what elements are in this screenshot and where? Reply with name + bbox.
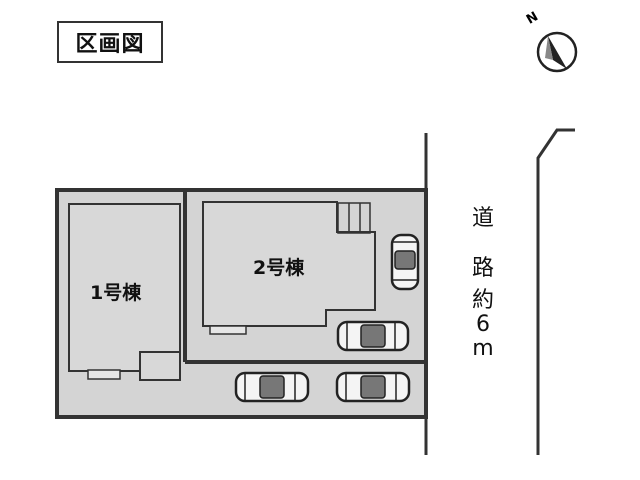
road-label-char: m — [472, 336, 494, 361]
road-label-char: 路 — [471, 256, 494, 281]
building-1-label: 1号棟 — [90, 282, 142, 304]
road-edge-right — [536, 128, 575, 455]
road-width-label: 道 路 約 6 m — [465, 205, 501, 363]
building-1-step — [87, 369, 121, 380]
plan-title: 区画図 — [57, 21, 163, 63]
car-icon — [234, 371, 310, 403]
road-label-char: 約 — [471, 288, 494, 313]
road-label-char: 6 — [476, 312, 490, 337]
car-icon — [390, 233, 420, 291]
compass-north-icon — [536, 31, 578, 73]
car-icon — [390, 233, 420, 291]
car-icon — [335, 371, 411, 403]
building-2-label: 2号棟 — [253, 257, 305, 279]
building-1-footprint — [68, 203, 181, 372]
car-icon — [336, 320, 410, 352]
stair-icon — [337, 202, 371, 234]
building-2-step — [209, 325, 247, 335]
road-label-char: 道 — [471, 206, 494, 231]
building-1-porch — [139, 351, 181, 381]
